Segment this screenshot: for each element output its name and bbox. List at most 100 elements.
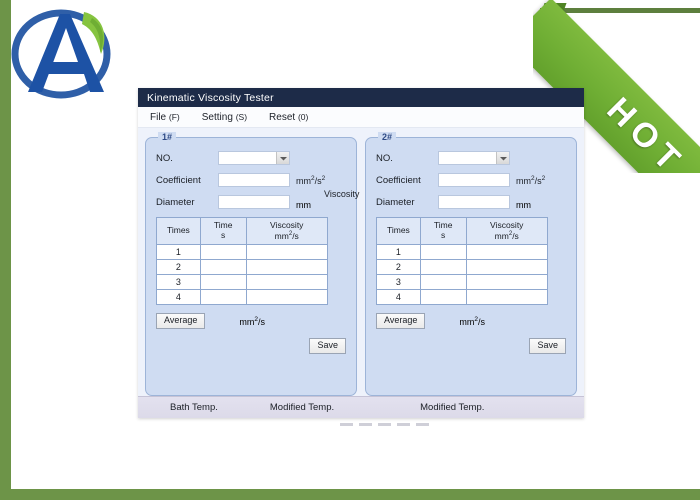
th-visc-unit-b: /s [512,230,519,241]
panel-1-viscosity-tag: Viscosity [324,189,360,199]
panel-2-row-1-viscosity[interactable] [465,244,548,261]
panel-1-coefficient-input[interactable] [218,173,290,187]
table-row: 3 [156,274,328,291]
th-time-unit: s [221,230,226,241]
unit-sup-1: 2 [311,174,315,182]
panel-1-coefficient-row: Coefficient mm2/s2 [156,172,346,188]
avg-unit-a: mm [459,316,475,327]
panel-1-row-1-time[interactable] [199,244,247,261]
menu-item-reset[interactable]: Reset (0) [269,112,308,123]
table-row: 1 [376,244,548,261]
panel-1-coefficient-label: Coefficient [156,174,201,186]
panel-2-row-1-time[interactable] [419,244,467,261]
avg-unit-b: /s [477,316,485,327]
panel-1-row-1-viscosity[interactable] [245,244,328,261]
panel-2-no-label: NO. [376,152,393,164]
panel-2-row-2-time[interactable] [419,259,467,276]
chevron-down-icon[interactable] [496,152,509,164]
panel-2-row-2-times: 2 [376,259,421,276]
panel-1-diameter-input[interactable] [218,195,290,209]
panel-2-row-3-viscosity[interactable] [465,274,548,291]
panel-1-row-3-times: 3 [156,274,201,291]
panel-sample-2: 2# NO. Coefficient mm2/s2 [365,132,577,396]
unit-sup-2: 2 [541,174,546,182]
panel-2-legend: 2# [378,132,397,142]
panel-2-row-4-time[interactable] [419,289,467,306]
panel-1-save-row: Save [156,338,346,355]
panel-2-coefficient-input[interactable] [438,173,510,187]
panel-2-save-button[interactable]: Save [529,338,566,355]
panel-1-no-combobox[interactable] [218,151,290,165]
unit-per-s: /s [314,175,322,186]
taskbar-dash [340,423,353,426]
panel-2-coefficient-label: Coefficient [376,174,421,186]
panel-2-diameter-unit: mm [516,200,531,210]
panel-2-average-unit: mm2/s [459,316,485,327]
panel-1-row-4-time[interactable] [199,289,247,306]
panel-2-row-4-viscosity[interactable] [465,289,548,306]
th-time-unit: s [441,230,446,241]
panel-1-average-button[interactable]: Average [156,313,206,330]
th-visc-text: Viscosity [490,220,524,230]
unit-per-s: /s [534,175,542,186]
panel-1-row-2-time[interactable] [199,259,247,276]
menu-item-setting[interactable]: Setting (S) [202,112,247,123]
panel-2-th-times: Times [376,216,421,246]
panel-2-diameter-input[interactable] [438,195,510,209]
unit-mm-text: mm [516,175,531,186]
menu-item-file[interactable]: File (F) [150,112,180,123]
panel-2-no-combobox[interactable] [438,151,510,165]
status-bar: Bath Temp. Modified Temp. Modified Temp. [138,396,584,418]
panel-1-row-2-times: 2 [156,259,201,276]
th-visc-text: Viscosity [270,220,304,230]
panel-1-save-button[interactable]: Save [309,338,346,355]
status-modified-temp-1: Modified Temp. [269,402,335,413]
chevron-down-icon[interactable] [276,152,289,164]
avg-unit-b: /s [257,316,265,327]
panel-2-average-button[interactable]: Average [376,313,426,330]
panel-1-row-3-viscosity[interactable] [245,274,328,291]
th-visc-unit-a: mm [494,230,509,241]
menu-item-reset-label: Reset [269,111,296,123]
panel-2-row-4-times: 4 [376,289,421,306]
status-bath-temp: Bath Temp. [170,402,218,413]
taskbar-dash [397,423,410,426]
panel-1-legend: 1# [158,132,177,142]
status-modified-temp-2: Modified Temp. [420,402,485,413]
panel-1-no-label: NO. [156,152,173,164]
table-row: 2 [376,259,548,276]
menu-item-setting-key: (S) [235,111,248,122]
panel-2-save-row: Save [376,338,566,355]
menu-item-setting-label: Setting [201,111,233,123]
panel-1-row-1-times: 1 [156,244,201,261]
table-row: 4 [156,289,328,306]
panel-1-row-2-viscosity[interactable] [245,259,328,276]
th-visc-unit-sup: 2 [508,230,513,237]
th-time-text: Time [433,220,453,231]
panel-1-average-unit: mm2/s [239,316,265,327]
brand-logo [6,2,124,102]
panel-1-row-3-time[interactable] [199,274,247,291]
panel-2-no-row: NO. [376,150,566,166]
panel-2-average-row: Average mm2/s [376,313,566,330]
panel-2-row-2-viscosity[interactable] [465,259,548,276]
panel-2-diameter-label: Diameter [376,196,415,208]
panel-2-coefficient-row: Coefficient mm2/s2 [376,172,566,188]
panel-2-row-3-time[interactable] [419,274,467,291]
panel-1-no-row: NO. [156,150,346,166]
panel-2-coefficient-unit: mm2/s2 [516,175,545,186]
panel-1-row-4-viscosity[interactable] [245,289,328,306]
menu-bar: File (F) Setting (S) Reset (0) [138,107,584,128]
page-frame-bottom [0,489,700,500]
panels-container: 1# NO. Coefficient mm2/s2 [138,128,584,396]
table-row: 4 [376,289,548,306]
panel-1-coefficient-unit: mm2/s2 [296,175,325,186]
